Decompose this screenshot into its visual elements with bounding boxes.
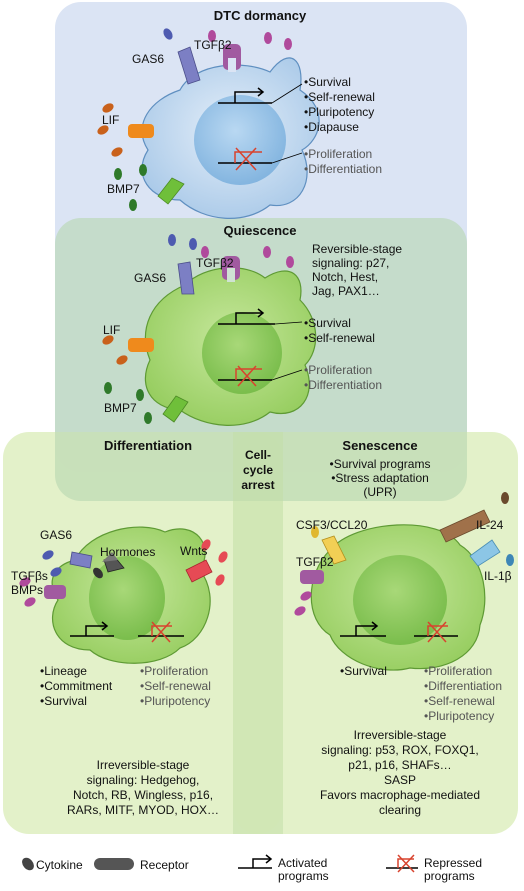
senescence-repressed-proliferation: •Proliferation (424, 664, 493, 678)
differentiation-tgf-receptor (44, 585, 66, 599)
differentiation-ligand-gas6: GAS6 (40, 528, 73, 542)
dormancy-ligand-gas6: GAS6 (132, 52, 165, 66)
legend-activated-label: Activated programs (278, 856, 329, 883)
senescence-ligand-il1b: IL-1β (484, 569, 512, 583)
dormancy-active-pluripotency: •Pluripotency (304, 105, 375, 119)
quiescence-ligand-bmp7: BMP7 (104, 401, 137, 415)
differentiation-active-lineage: •Lineage (40, 664, 87, 678)
differentiation-repressed-self-renewal: •Self-renewal (140, 679, 211, 693)
quiescence-ligand-gas6: GAS6 (134, 271, 167, 285)
dormancy-active-diapause: •Diapause (304, 120, 359, 134)
quiescence-tgf-receptor (222, 256, 240, 282)
senescence-tgf-receptor (300, 570, 324, 584)
differentiation-ligand-tgfbs-bmps: TGFβs BMPs (11, 569, 48, 597)
differentiation-gas6-receptor (69, 551, 93, 569)
quiescence-repressed-gene (218, 365, 272, 387)
senescence-repressed-differentiation: •Differentiation (424, 679, 503, 693)
differentiation-activated-gene (70, 621, 114, 637)
senescence-cell (310, 524, 486, 671)
legend-cytokine-label: Cytokine (36, 858, 83, 872)
quiescence-title: Quiescence (223, 223, 297, 238)
dormancy-repressed-differentiation: •Differentiation (304, 162, 383, 176)
legend-activated-icon (238, 854, 273, 869)
senescence-active-survival: •Survival (340, 664, 387, 678)
quiescence-signaling: Reversible-stage signaling: p27, Notch, … (312, 242, 403, 298)
differentiation-signaling: Irreversible-stage signaling: Hedgehog, … (66, 758, 219, 817)
senescence-ligand-csf3-ccl20: CSF3/CCL20 (296, 518, 368, 532)
differentiation-cell (51, 526, 211, 664)
differentiation-title: Differentiation (103, 438, 193, 453)
quiescence-gas6-receptor (177, 261, 195, 295)
dormancy-ligand-bmp7: BMP7 (107, 182, 140, 196)
dormancy-pointer-lines (271, 83, 303, 164)
quiescence-repressed-differentiation: •Differentiation (304, 378, 383, 392)
legend-receptor-label: Receptor (140, 858, 189, 872)
quiescence-bmp-receptor (162, 395, 189, 423)
quiescence-active-survival: •Survival (304, 316, 351, 330)
legend-receptor-icon (94, 858, 134, 870)
quiescence-activated-gene (218, 308, 275, 325)
senescence-repressed-self-renewal: •Self-renewal (424, 694, 495, 708)
differentiation-wnt-receptor (185, 559, 213, 583)
senescence-il1b-receptor (469, 539, 501, 567)
legend-repressed-icon (386, 854, 418, 873)
legend-repressed-label: Repressed programs (424, 856, 483, 883)
senescence-cytokines (294, 492, 514, 616)
quiescence-active-self-renewal: •Self-renewal (304, 331, 375, 345)
dtc-dormancy-title: DTC dormancy (213, 8, 307, 23)
quiescence-pointer-lines (271, 321, 303, 381)
differentiation-active-survival: •Survival (40, 694, 87, 708)
differentiation-active-commitment: •Commitment (40, 679, 113, 693)
differentiation-repressed-pluripotency: •Pluripotency (140, 694, 211, 708)
senescence-signaling: Irreversible-stage signaling: p53, ROX, … (319, 728, 481, 817)
quiescence-lif-receptor (128, 338, 154, 352)
senescence-ligand-il24: IL-24 (476, 518, 504, 532)
differentiation-cytokines (19, 539, 228, 607)
quiescence-ligand-lif: LIF (103, 323, 121, 337)
cell-cycle-arrest-label: Cell- cycle arrest (241, 448, 275, 492)
quiescence-cell (144, 267, 317, 426)
senescence-programs: •Survival programs •Stress adaptation (U… (329, 457, 431, 499)
dormancy-tgf-receptor (223, 44, 241, 72)
quiescence-cytokines (102, 234, 294, 424)
senescence-csf3-receptor (321, 535, 347, 565)
legend-cytokine-icon (22, 857, 34, 871)
cell-cycle-arrest-overlap (233, 432, 283, 834)
dormancy-active-survival: •Survival (304, 75, 351, 89)
differentiation-repressed-proliferation: •Proliferation (140, 664, 209, 678)
dormancy-active-self-renewal: •Self-renewal (304, 90, 375, 104)
differentiation-ligand-wnts: Wnts (180, 544, 208, 558)
senescence-repressed-pluripotency: •Pluripotency (424, 709, 495, 723)
dormancy-bmp-receptor (157, 177, 185, 205)
dormancy-gas6-receptor (177, 46, 201, 85)
quiescence-ligand-tgfb2: TGFβ2 (196, 256, 234, 270)
dormancy-lif-receptor (128, 124, 154, 138)
differentiation-repressed-gene (138, 621, 184, 643)
dormancy-repressed-gene (218, 147, 272, 171)
senescence-repressed-gene (414, 621, 458, 643)
quiescence-repressed-proliferation: •Proliferation (304, 363, 373, 377)
senescence-il24-receptor (439, 509, 491, 543)
differentiation-ligand-hormones: Hormones (100, 545, 156, 559)
dormancy-ligand-lif: LIF (102, 113, 120, 127)
senescence-activated-gene (340, 621, 386, 637)
dormancy-repressed-proliferation: •Proliferation (304, 147, 373, 161)
senescence-title: Senescence (342, 438, 418, 453)
dormancy-activated-gene (218, 87, 272, 104)
dormancy-cytokines (97, 28, 292, 211)
differentiation-hormone-receptor (102, 552, 125, 573)
dormancy-ligand-tgfb2: TGFβ2 (194, 38, 232, 52)
senescence-ligand-tgfb2: TGFβ2 (296, 555, 334, 569)
